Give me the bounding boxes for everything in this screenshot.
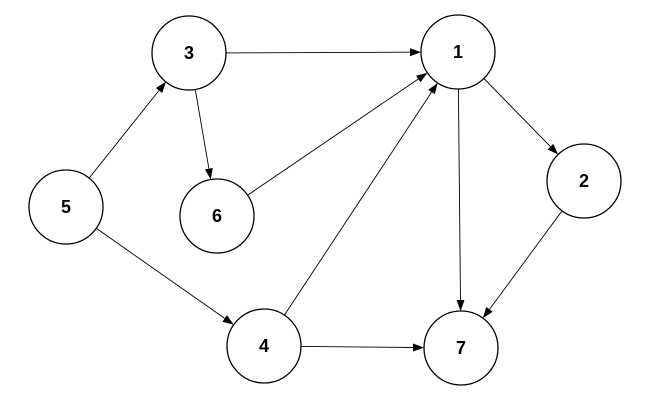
edges-layer	[88, 48, 563, 352]
edge-line	[300, 345, 414, 348]
edge-3-to-6	[194, 89, 213, 180]
node-circle	[420, 14, 496, 90]
arrowhead-icon	[413, 343, 424, 352]
node-label: 3	[184, 43, 194, 63]
node-label: 6	[212, 206, 222, 226]
node-7: 7	[423, 310, 499, 386]
edge-line	[489, 210, 563, 310]
edge-line	[96, 227, 225, 319]
node-label: 1	[453, 42, 463, 62]
node-circle	[151, 15, 227, 91]
arrowhead-icon	[547, 143, 559, 155]
node-6: 6	[179, 178, 255, 254]
node-5: 5	[28, 169, 104, 245]
edge-line	[284, 91, 432, 316]
arrowhead-icon	[204, 168, 213, 180]
node-4: 4	[226, 308, 302, 384]
node-label: 4	[259, 336, 269, 356]
node-3: 3	[151, 15, 227, 91]
edge-line	[247, 78, 419, 196]
node-label: 7	[456, 338, 466, 358]
edge-line	[88, 90, 160, 179]
edge-1-to-7	[456, 88, 465, 311]
edge-4-to-1	[284, 82, 438, 316]
node-label: 5	[61, 197, 71, 217]
nodes-layer: 1 2 3 4 5 6 7	[28, 14, 622, 386]
arrowhead-icon	[410, 48, 421, 57]
node-1: 1	[420, 14, 496, 90]
edge-line	[194, 89, 210, 169]
edge-line	[483, 78, 551, 148]
node-circle	[546, 143, 622, 219]
arrowhead-icon	[416, 72, 428, 83]
node-circle	[423, 310, 499, 386]
edge-3-to-1	[225, 48, 421, 57]
arrowhead-icon	[428, 82, 438, 95]
node-circle	[28, 169, 104, 245]
node-label: 2	[579, 171, 589, 191]
edge-6-to-1	[247, 72, 428, 196]
edge-5-to-3	[88, 81, 166, 179]
node-circle	[179, 178, 255, 254]
edge-4-to-7	[300, 343, 424, 352]
edge-5-to-4	[96, 227, 234, 325]
arrowhead-icon	[155, 81, 166, 93]
node-circle	[226, 308, 302, 384]
arrowhead-icon	[456, 300, 465, 311]
edge-line	[457, 88, 461, 301]
edge-1-to-2	[483, 78, 559, 155]
arrowhead-icon	[222, 315, 234, 325]
edge-2-to-7	[482, 210, 563, 319]
edge-line	[225, 51, 411, 54]
node-2: 2	[546, 143, 622, 219]
arrowhead-icon	[482, 307, 493, 319]
